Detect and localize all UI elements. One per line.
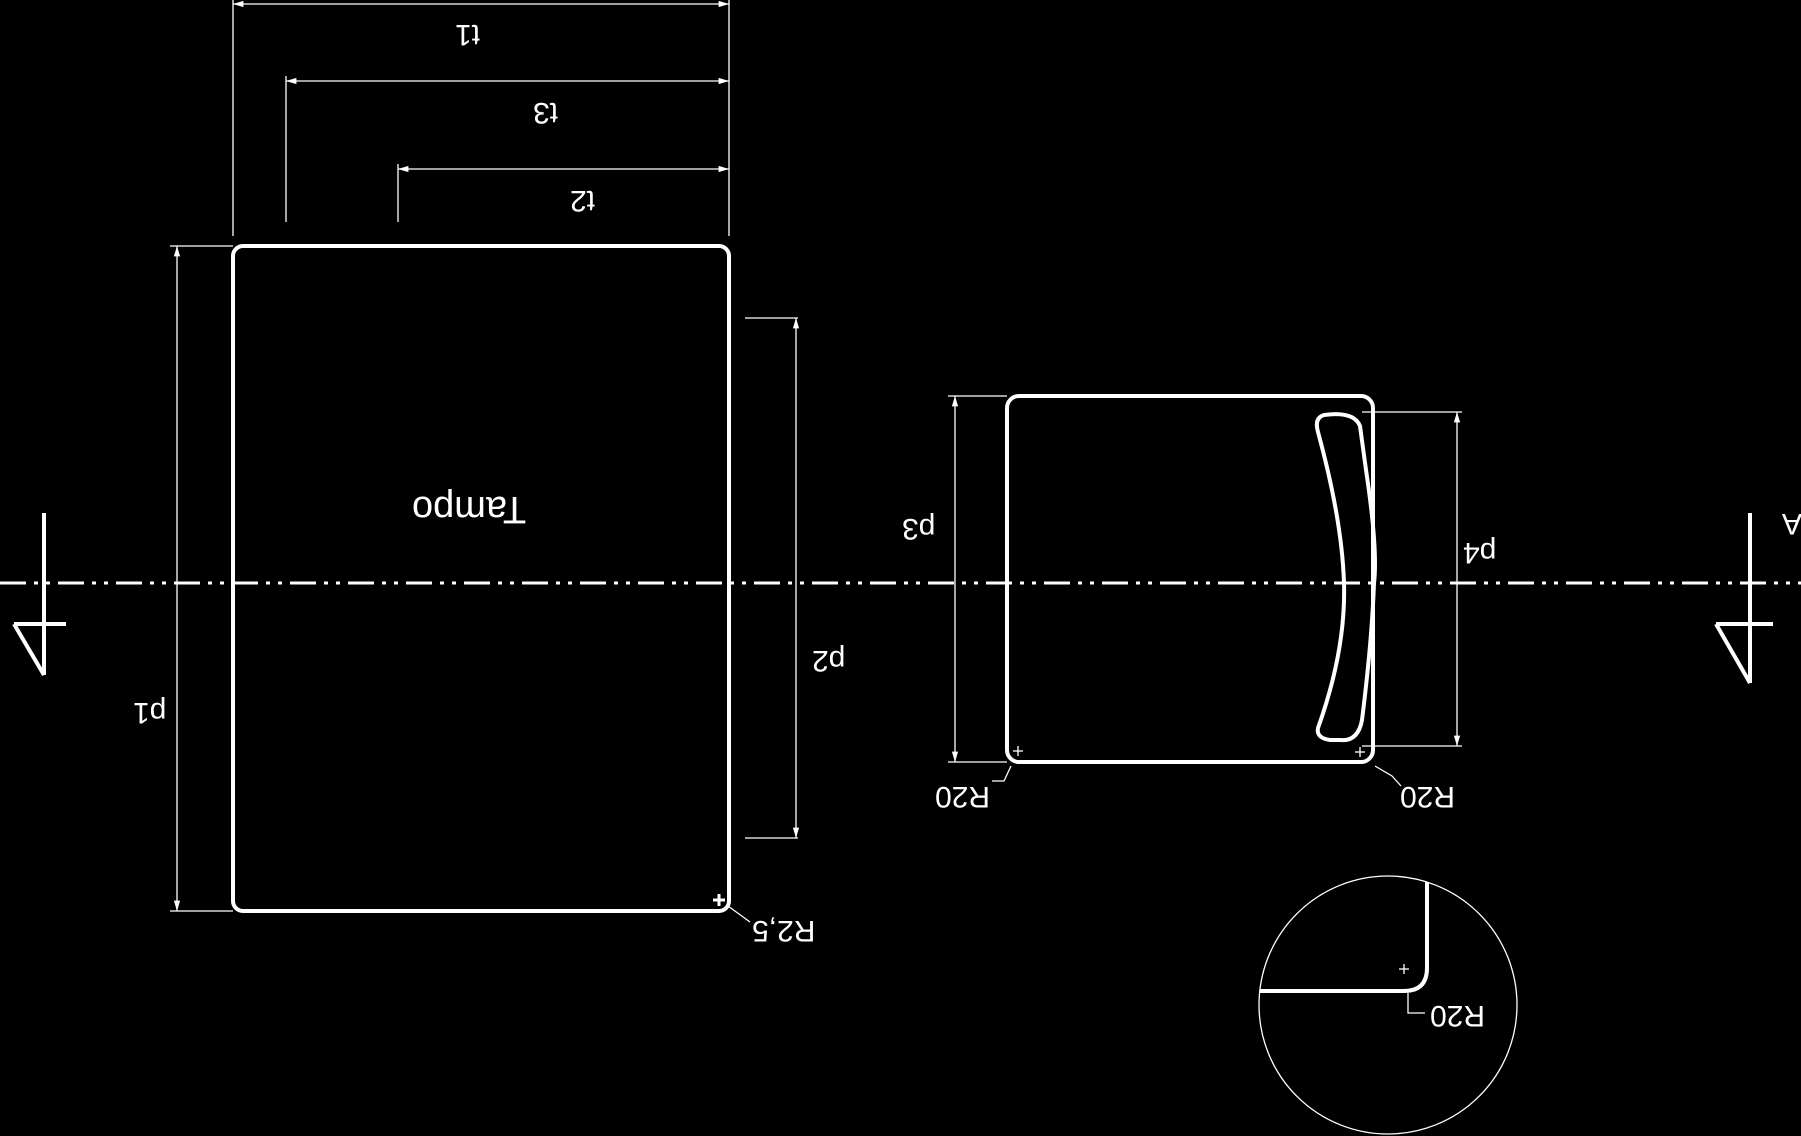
curved-slot bbox=[1314, 412, 1377, 743]
radius-detail-label: R20 bbox=[1430, 999, 1485, 1032]
tampo-outline bbox=[231, 244, 731, 913]
dimension-p4-label: p4 bbox=[1463, 536, 1496, 569]
section-view-outline bbox=[1005, 394, 1375, 764]
radius-left-label: R20 bbox=[935, 780, 990, 813]
dimension-p1 bbox=[170, 245, 233, 912]
dimension-t1-label: t1 bbox=[455, 18, 480, 51]
radius-main-label: R2,5 bbox=[752, 914, 815, 947]
dimension-t2-label: t2 bbox=[570, 184, 595, 217]
dimension-p3 bbox=[948, 395, 1007, 763]
section-marker-right bbox=[1714, 513, 1773, 684]
dimension-t2 bbox=[397, 164, 729, 222]
detail-corner bbox=[1260, 882, 1429, 993]
section-label: A bbox=[1782, 507, 1801, 540]
detail-center-marker bbox=[1399, 964, 1425, 1014]
dimension-p4 bbox=[1362, 411, 1462, 747]
dimension-t1 bbox=[232, 0, 730, 236]
dimension-p3-label: p3 bbox=[902, 512, 935, 545]
dimension-p2-label: p2 bbox=[812, 644, 845, 677]
dimension-t3 bbox=[285, 76, 729, 222]
tampo-label: Tampo bbox=[412, 488, 526, 530]
corner-marker-main bbox=[713, 894, 751, 923]
dimension-t3-label: t3 bbox=[533, 96, 558, 129]
dimension-p1-label: p1 bbox=[133, 696, 166, 729]
section-marker-left bbox=[12, 513, 66, 677]
dimension-p2 bbox=[745, 317, 800, 839]
radius-right-label: R20 bbox=[1400, 780, 1455, 813]
corner-marker-right bbox=[1355, 747, 1402, 787]
detail-circle bbox=[1258, 875, 1518, 1135]
corner-marker-left bbox=[992, 746, 1023, 782]
